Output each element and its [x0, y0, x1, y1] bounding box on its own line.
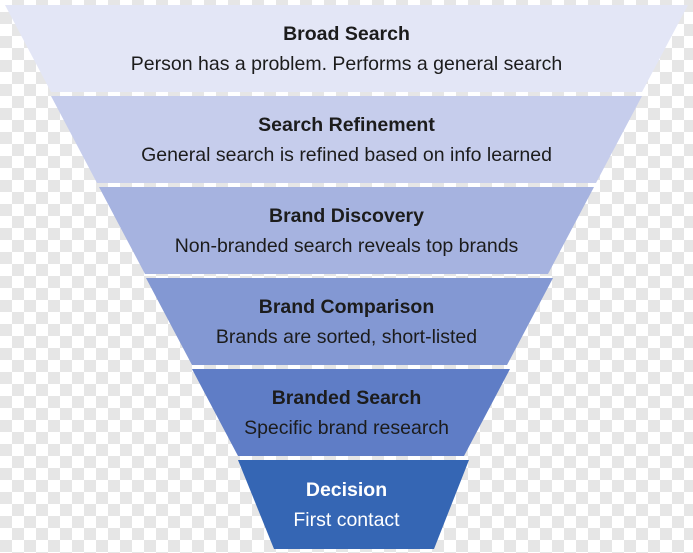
stage-title: Brand Discovery [269, 204, 424, 227]
stage-title: Branded Search [271, 386, 422, 409]
stage-shape [238, 460, 469, 549]
stage-description: Brands are sorted, short-listed [215, 325, 478, 348]
stage-shape [5, 5, 688, 92]
funnel-stage-decision: Decision First contact [0, 460, 693, 549]
stage-title: Broad Search [283, 22, 410, 45]
stage-title: Decision [305, 478, 388, 501]
stage-shape [146, 278, 553, 365]
stage-trapezoid [192, 369, 510, 456]
stage-description: General search is refined based on info … [141, 143, 552, 166]
funnel-stage-brand-comparison: Brand Comparison Brands are sorted, shor… [0, 278, 693, 365]
stage-description: Non-branded search reveals top brands [174, 234, 519, 257]
funnel-stage-search-refinement: Search Refinement General search is refi… [0, 96, 693, 183]
stage-shape [51, 96, 642, 183]
stage-trapezoid [99, 187, 594, 274]
stage-description: Person has a problem. Performs a general… [130, 52, 563, 75]
funnel-stage-brand-discovery: Brand Discovery Non-branded search revea… [0, 187, 693, 274]
stage-trapezoid [51, 96, 642, 183]
stage-description: Specific brand research [244, 416, 449, 439]
funnel-stage-broad-search: Broad Search Person has a problem. Perfo… [0, 5, 693, 92]
stage-description: First contact [293, 508, 400, 531]
stage-trapezoid [238, 460, 469, 549]
stage-shape [192, 369, 510, 456]
stage-trapezoid [146, 278, 553, 365]
funnel-stage-branded-search: Branded Search Specific brand research [0, 369, 693, 456]
stage-title: Brand Comparison [258, 295, 435, 318]
stage-shape [99, 187, 594, 274]
stage-trapezoid [5, 5, 688, 92]
stage-title: Search Refinement [258, 113, 435, 136]
